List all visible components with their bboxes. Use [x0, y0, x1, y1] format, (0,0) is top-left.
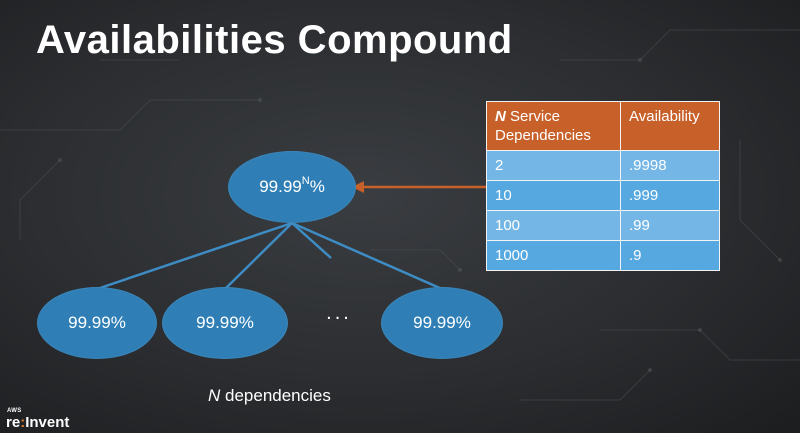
logo-invent: Invent	[25, 414, 70, 431]
link-to-hidden-node	[291, 222, 332, 259]
dependency-node: 99.99%	[381, 287, 503, 359]
cell-availability: .9	[620, 240, 720, 271]
table-row: 2 .9998	[486, 150, 720, 181]
aws-reinvent-logo: AWS re:Invent	[6, 408, 70, 431]
dependency-node: 99.99%	[162, 287, 288, 359]
link-to-node-a	[96, 221, 293, 291]
logo-aws: AWS	[7, 408, 22, 414]
dependency-node-label: 99.99%	[68, 313, 126, 332]
table-row: 100 .99	[486, 210, 720, 241]
cell-availability: .9998	[620, 150, 720, 181]
header-service-dependencies: N Service Dependencies	[486, 101, 621, 151]
header-col1-text: Service Dependencies	[495, 108, 591, 144]
table-row: 10 .999	[486, 180, 720, 211]
caption-italic-n: N	[208, 386, 221, 405]
table-row: 1000 .9	[486, 240, 720, 271]
availability-table: N Service Dependencies Availability 2 .9…	[486, 101, 720, 271]
cell-availability: .999	[620, 180, 720, 211]
cell-dependencies: 10	[486, 180, 621, 211]
cell-dependencies: 1000	[486, 240, 621, 271]
dependencies-caption: N dependencies	[208, 386, 331, 406]
table-header-row: N Service Dependencies Availability	[486, 101, 720, 151]
logo-colon: :	[20, 414, 26, 431]
logo-re: re	[6, 414, 21, 431]
cell-dependencies: 100	[486, 210, 621, 241]
dependency-node-label: 99.99%	[413, 313, 471, 332]
header-availability: Availability	[620, 101, 720, 151]
cell-dependencies: 2	[486, 150, 621, 181]
link-to-node-c	[291, 221, 443, 291]
root-suffix: %	[309, 177, 325, 196]
root-superscript: N	[301, 175, 310, 187]
root-value: 99.99	[259, 177, 302, 196]
arrow	[352, 181, 486, 193]
link-to-node-b	[224, 222, 293, 290]
cell-availability: .99	[620, 210, 720, 241]
slide-title: Availabilities Compound	[36, 18, 513, 62]
ellipsis: ...	[326, 302, 352, 324]
header-italic-n: N	[495, 108, 506, 125]
caption-text: dependencies	[220, 386, 331, 405]
dependency-node: 99.99%	[37, 287, 157, 359]
dependency-node-label: 99.99%	[196, 313, 254, 332]
